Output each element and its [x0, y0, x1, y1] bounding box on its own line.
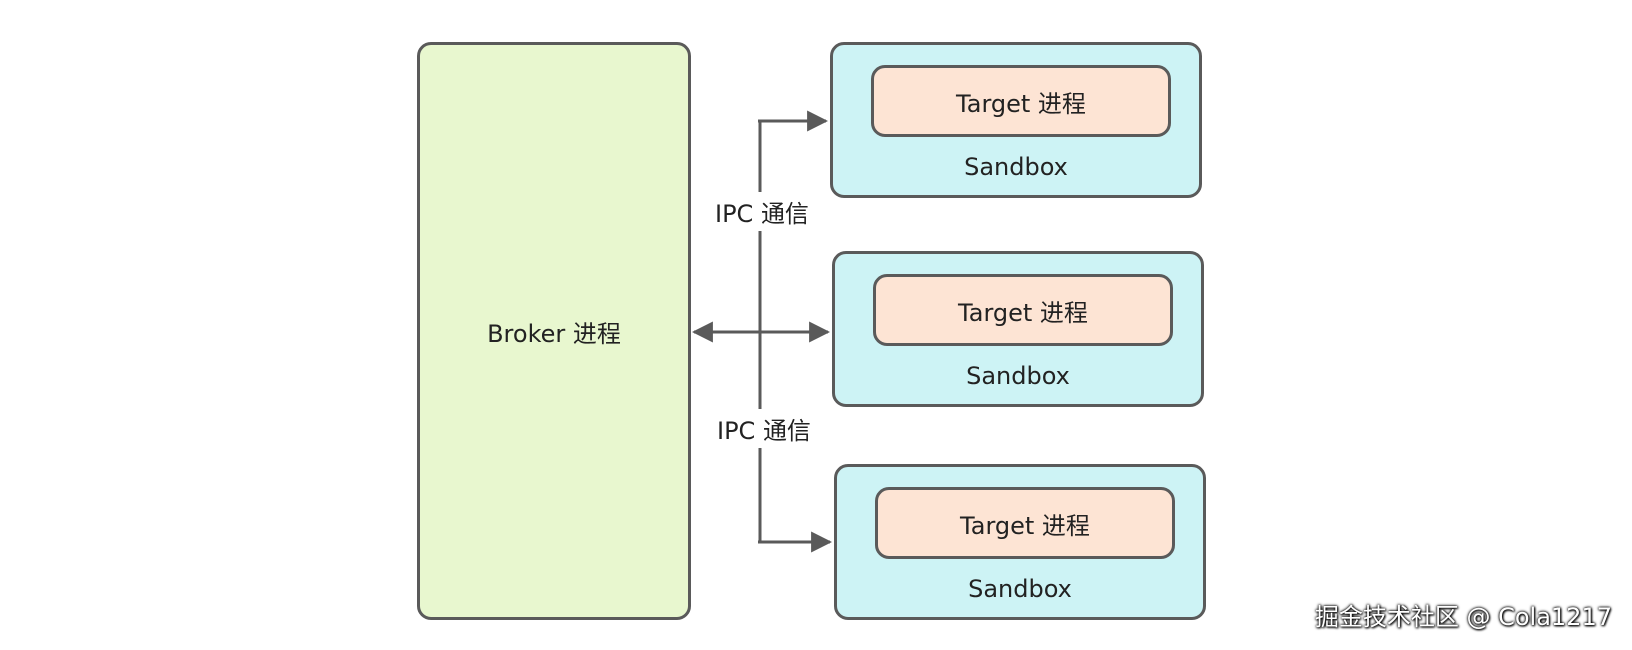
- sandbox-label-1: Sandbox: [964, 153, 1068, 181]
- sandbox-box-2: Target 进程 Sandbox: [832, 251, 1204, 407]
- sandbox-label-3: Sandbox: [968, 575, 1072, 603]
- watermark: 掘金技术社区 @ Cola1217: [1314, 603, 1612, 631]
- target-process-label-1: Target 进程: [956, 89, 1086, 118]
- broker-process-box: Broker 进程: [417, 42, 691, 620]
- ipc-label-top: IPC 通信: [711, 192, 813, 231]
- target-process-label-3: Target 进程: [960, 511, 1090, 540]
- target-process-label-2: Target 进程: [958, 298, 1088, 327]
- target-process-box-2: Target 进程: [873, 274, 1173, 346]
- sandbox-label-2: Sandbox: [966, 362, 1070, 390]
- ipc-label-bottom: IPC 通信: [713, 409, 815, 448]
- target-process-box-3: Target 进程: [875, 487, 1175, 559]
- sandbox-box-1: Target 进程 Sandbox: [830, 42, 1202, 198]
- target-process-box-1: Target 进程: [871, 65, 1171, 137]
- broker-process-label: Broker 进程: [487, 319, 621, 348]
- sandbox-box-3: Target 进程 Sandbox: [834, 464, 1206, 620]
